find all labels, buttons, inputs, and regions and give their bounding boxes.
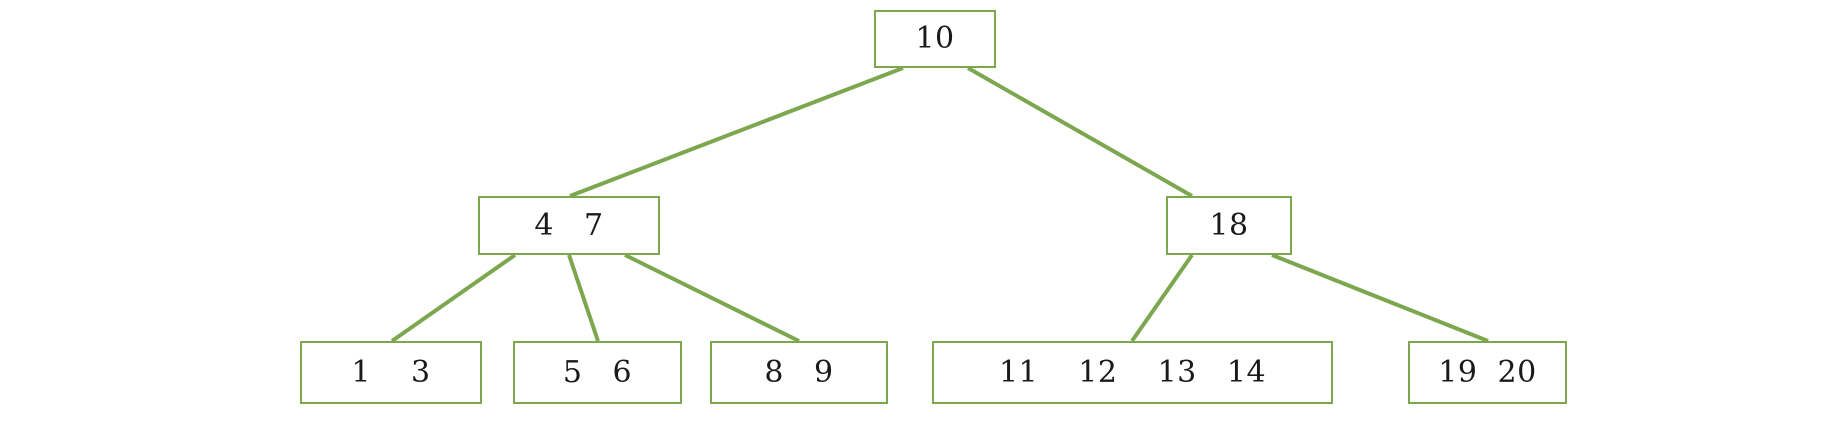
tree-node-leaf-4[interactable]: 11 12 13 14 bbox=[932, 341, 1333, 404]
tree-node-label: 10 bbox=[915, 21, 955, 56]
tree-edge bbox=[1130, 253, 1194, 343]
tree-node-leaf-1[interactable]: 1 3 bbox=[300, 341, 482, 404]
tree-edge bbox=[567, 254, 600, 342]
tree-node-label: 18 bbox=[1209, 207, 1249, 243]
tree-edge bbox=[1271, 253, 1489, 343]
tree-edge bbox=[967, 66, 1193, 198]
tree-node-internal-left[interactable]: 4 7 bbox=[478, 196, 660, 255]
tree-node-root[interactable]: 10 bbox=[874, 10, 996, 68]
tree-edge bbox=[624, 253, 800, 343]
tree-node-leaf-3[interactable]: 8 9 bbox=[710, 341, 888, 404]
tree-node-leaf-2[interactable]: 5 6 bbox=[513, 341, 682, 404]
tree-node-label: 19 20 bbox=[1438, 354, 1537, 390]
tree-node-label: 5 6 bbox=[562, 354, 633, 390]
tree-edge bbox=[569, 66, 904, 198]
tree-node-leaf-5[interactable]: 19 20 bbox=[1408, 341, 1567, 404]
tree-edge bbox=[390, 253, 517, 343]
tree-node-label: 11 12 13 14 bbox=[998, 354, 1267, 390]
tree-node-label: 4 7 bbox=[534, 207, 604, 243]
tree-node-internal-right[interactable]: 18 bbox=[1166, 196, 1292, 255]
tree-node-label: 1 3 bbox=[351, 354, 431, 390]
tree-node-label: 8 9 bbox=[764, 354, 834, 390]
